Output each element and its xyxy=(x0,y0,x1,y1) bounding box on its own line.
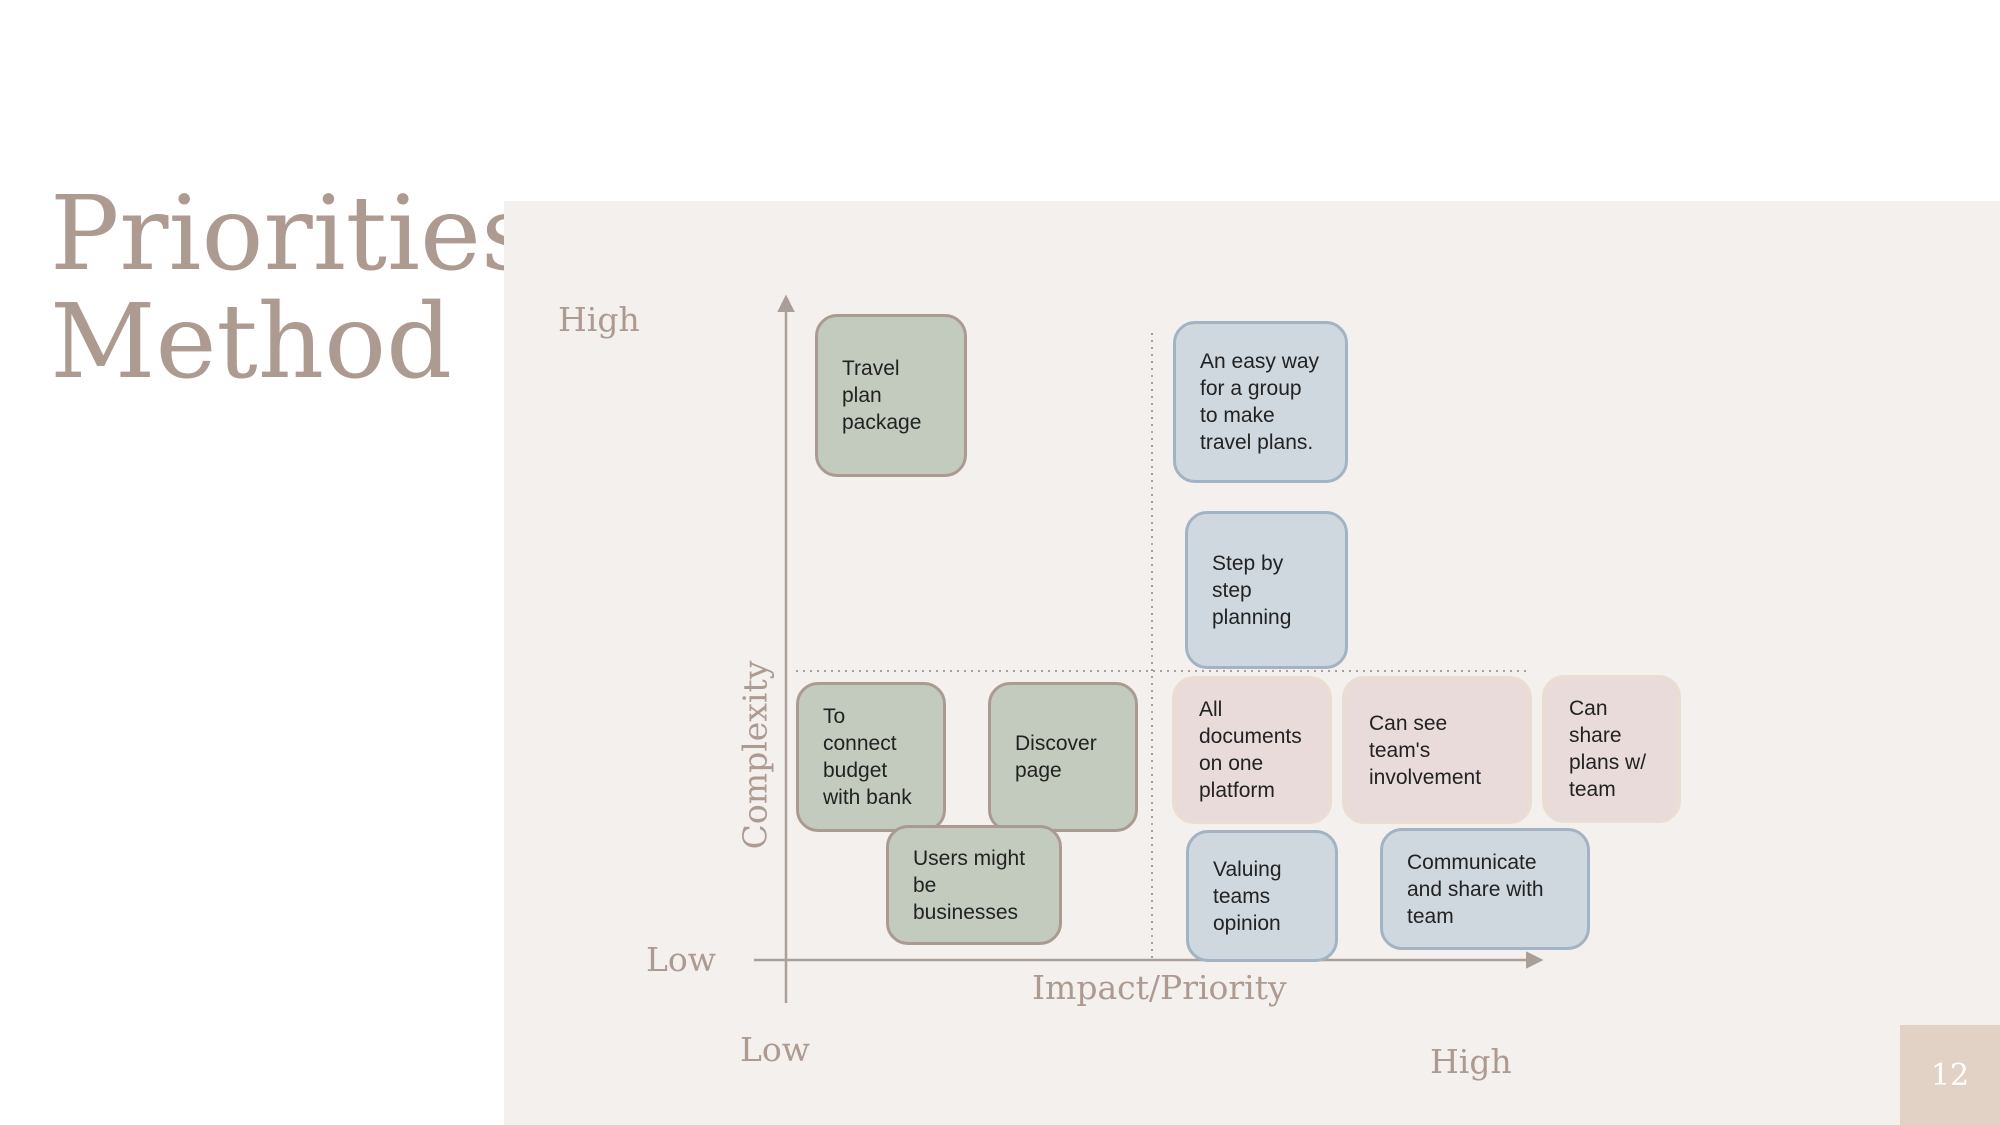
y-low-label: Low xyxy=(646,940,717,979)
card-text: To connect budget with bank xyxy=(823,705,912,809)
y-high-label: High xyxy=(558,300,640,339)
card-text: Can see team's involvement xyxy=(1369,711,1482,789)
card-all-documents: All documents on one platform xyxy=(1172,676,1332,824)
card-text: Can share plans w/ team xyxy=(1569,697,1647,801)
y-axis-label: Complexity xyxy=(735,660,775,850)
card-text: An easy way for a group to make travel p… xyxy=(1200,350,1320,454)
card-text: Travel plan package xyxy=(842,357,922,434)
card-text: Communicate and share with team xyxy=(1407,850,1544,928)
card-text: Step by step planning xyxy=(1212,551,1292,629)
card-text: Users might be businesses xyxy=(913,846,1026,924)
card-discover: Discover page xyxy=(988,682,1138,832)
x-high-label: High xyxy=(1430,1042,1512,1081)
title-line-2: Method xyxy=(50,282,453,402)
card-valuing-teams: Valuing teams opinion xyxy=(1186,830,1338,962)
card-step-by-step: Step by step planning xyxy=(1185,511,1348,669)
card-travel-plan: Travel plan package xyxy=(815,314,967,477)
card-easy-group: An easy way for a group to make travel p… xyxy=(1173,321,1348,483)
page-number: 12 xyxy=(1930,1057,1970,1093)
card-text: All documents on one platform xyxy=(1199,698,1302,802)
card-team-involvement: Can see team's involvement xyxy=(1342,676,1532,824)
x-axis-label: Impact/Priority xyxy=(1032,968,1287,1007)
card-communicate: Communicate and share with team xyxy=(1380,828,1590,950)
card-businesses: Users might be businesses xyxy=(886,825,1062,945)
page-number-badge: 12 xyxy=(1900,1025,2000,1125)
card-text: Discover page xyxy=(1015,732,1097,782)
card-share-plans: Can share plans w/ team xyxy=(1542,675,1681,823)
title-line-1: Priorities xyxy=(50,174,534,294)
page-title: Priorities Method xyxy=(50,180,534,396)
card-text: Valuing teams opinion xyxy=(1213,857,1282,935)
card-connect-budget: To connect budget with bank xyxy=(796,682,946,832)
x-low-label: Low xyxy=(740,1030,811,1069)
